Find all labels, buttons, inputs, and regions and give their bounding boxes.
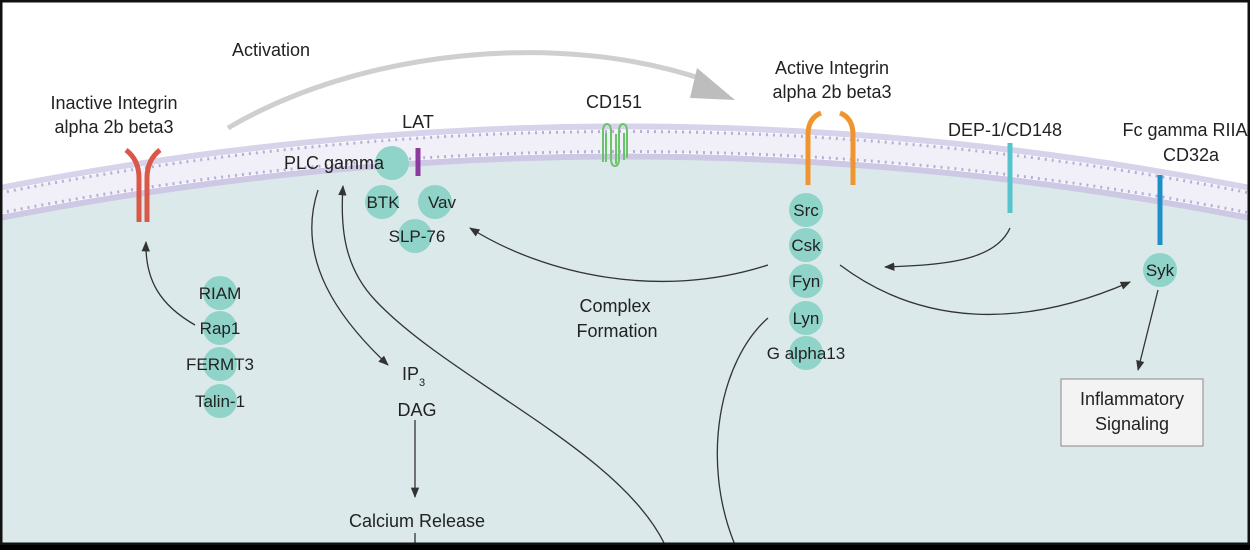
active-integrin-receptor: [805, 110, 856, 185]
label-rap1: Rap1: [200, 319, 241, 338]
label-dag: DAG: [397, 400, 436, 420]
label-fyn: Fyn: [792, 272, 820, 291]
node-btk: [365, 185, 399, 219]
label-lyn: Lyn: [793, 309, 820, 328]
node-rap1: [203, 311, 237, 345]
arrow-bottom-to-plc: [338, 184, 665, 543]
cytoplasm: [2, 157, 1248, 543]
label-syk: Syk: [1146, 261, 1175, 280]
label-signaling: Signaling: [1095, 414, 1169, 434]
line-lyn-downward: [716, 317, 769, 543]
node-slp76: [398, 219, 432, 253]
membrane-outer: [2, 123, 1248, 191]
arrow-rap1-to-integrin: [141, 240, 196, 326]
label-btk: BTK: [366, 193, 400, 212]
arrow-fyn-to-slp76: [469, 227, 769, 283]
label-src: Src: [793, 201, 819, 220]
signaling-arrows: [141, 184, 1159, 543]
node-lyn: [789, 301, 823, 335]
label-calcium-release: Calcium Release: [349, 511, 485, 531]
label-csk: Csk: [791, 236, 821, 255]
cd151-tetraspanin: [602, 122, 628, 168]
label-activation: Activation: [232, 40, 310, 60]
label-talin1: Talin-1: [195, 392, 245, 411]
label-inflammatory: Inflammatory: [1080, 389, 1184, 409]
label-cd151: CD151: [586, 92, 642, 112]
label-plc-gamma: PLC gamma: [284, 153, 385, 173]
node-src: [789, 193, 823, 227]
label-inactive-integrin-1: Inactive Integrin: [50, 93, 177, 113]
node-syk: [1143, 253, 1177, 287]
protein-node-group: [203, 146, 1177, 418]
activation-arrow: [226, 50, 706, 131]
label-galpha13: G alpha13: [767, 344, 845, 363]
node-vav: [418, 185, 452, 219]
label-ip3: IP3: [402, 364, 425, 389]
node-fermt3: [203, 347, 237, 381]
arrow-fyn-to-syk: [839, 264, 1131, 316]
label-dep1: DEP-1/CD148: [948, 120, 1062, 140]
node-csk: [789, 228, 823, 262]
label-active-integrin-2: alpha 2b beta3: [772, 82, 891, 102]
inflammatory-signaling-box: [1060, 378, 1204, 447]
label-fermt3: FERMT3: [186, 355, 254, 374]
label-vav: Vav: [428, 193, 457, 212]
node-talin1: [203, 384, 237, 418]
arrow-syk-to-inflammatory: [1136, 289, 1159, 372]
label-riam: RIAM: [199, 284, 242, 303]
label-complex: Complex: [579, 296, 650, 316]
label-ip3-subscript: 3: [419, 377, 425, 389]
arrow-dep1-to-csk: [883, 227, 1011, 271]
label-ip3-main: IP: [402, 364, 419, 384]
label-fc-gamma-2: CD32a: [1163, 145, 1220, 165]
activation-arrowhead: [690, 68, 735, 100]
inactive-integrin-receptor: [124, 148, 162, 222]
node-fyn: [789, 264, 823, 298]
node-riam: [203, 276, 237, 310]
label-active-integrin-1: Active Integrin: [775, 58, 889, 78]
label-inactive-integrin-2: alpha 2b beta3: [54, 117, 173, 137]
label-fc-gamma-1: Fc gamma RIIA: [1122, 120, 1247, 140]
arrow-plc-to-ip3: [311, 189, 389, 366]
label-slp76: SLP-76: [389, 227, 446, 246]
label-formation: Formation: [576, 321, 657, 341]
label-lat: LAT: [402, 112, 434, 132]
node-plc-gamma: [375, 146, 409, 180]
node-galpha13: [789, 336, 823, 370]
